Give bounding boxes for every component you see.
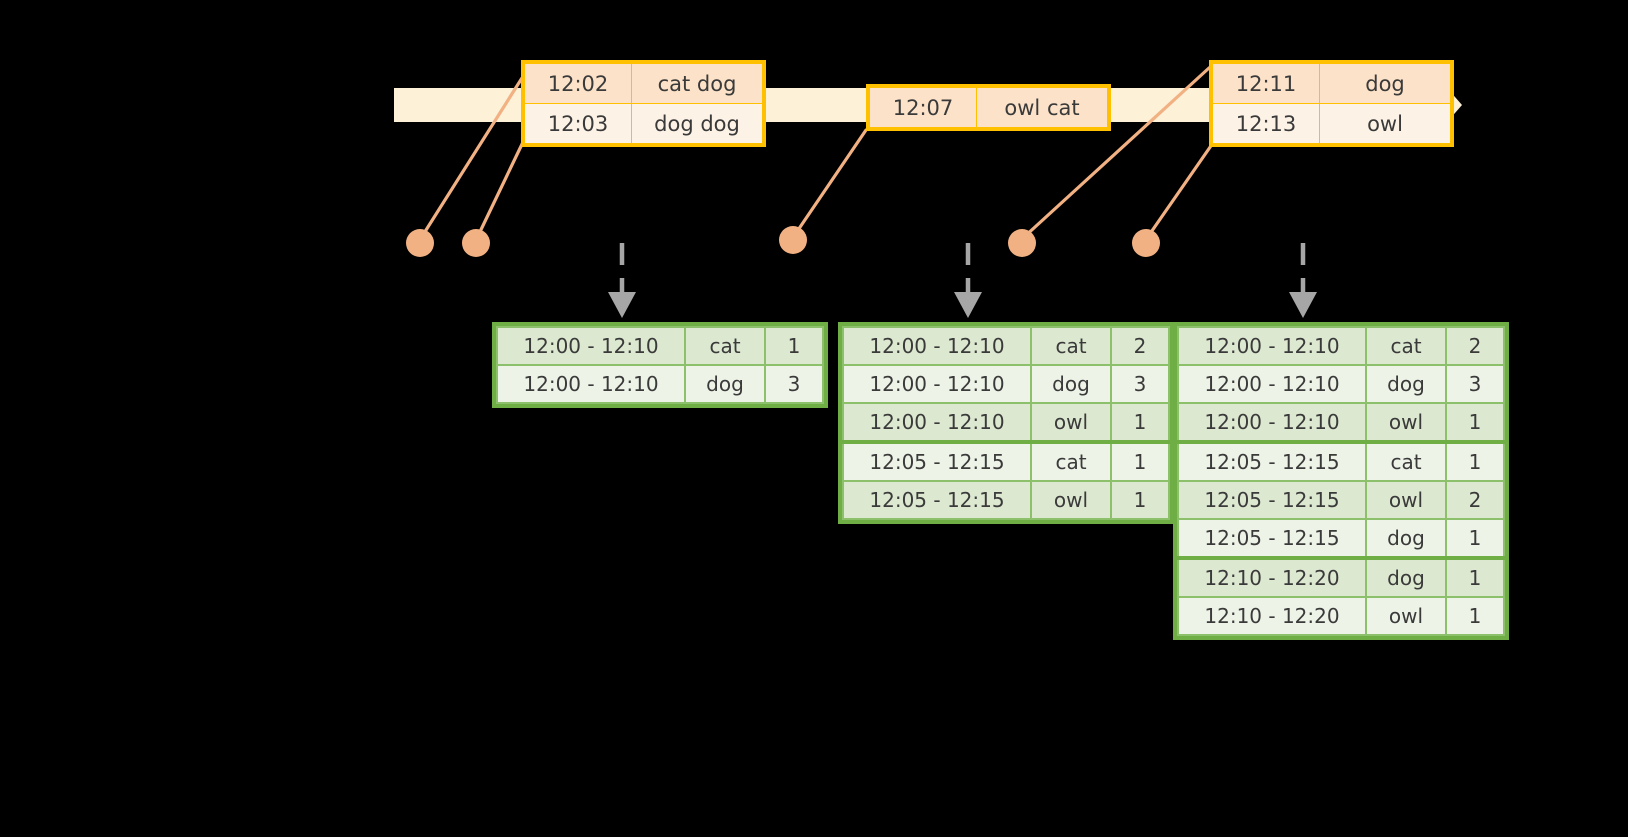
table-row: 12:05 - 12:15 dog 1 <box>1177 518 1505 559</box>
result-word: cat <box>1030 326 1112 366</box>
event-box-1: 12:02 cat dog 12:03 dog dog <box>521 60 766 147</box>
result-grid-3: 12:00 - 12:10 cat 2 12:00 - 12:10 dog 3 … <box>1177 326 1505 636</box>
result-table-1: 12:00 - 12:10 cat 1 12:00 - 12:10 dog 3 <box>492 322 828 408</box>
result-window: 12:00 - 12:10 <box>496 326 686 366</box>
result-window: 12:00 - 12:10 <box>1177 364 1367 404</box>
result-count: 1 <box>764 326 824 366</box>
event-words: dog <box>1319 63 1451 104</box>
event-dot-4 <box>1008 229 1036 257</box>
result-table-2: 12:00 - 12:10 cat 2 12:00 - 12:10 dog 3 … <box>838 322 1174 524</box>
table-row: 12:00 - 12:10 cat 1 <box>496 326 824 366</box>
table-row: 12:00 - 12:10 cat 2 <box>842 326 1170 366</box>
result-count: 1 <box>1445 556 1505 598</box>
event-row: 12:13 owl <box>1212 103 1451 144</box>
event-time: 12:02 <box>524 63 632 104</box>
table-row: 12:05 - 12:15 owl 1 <box>842 480 1170 520</box>
result-window: 12:00 - 12:10 <box>1177 402 1367 443</box>
result-count: 1 <box>1445 518 1505 559</box>
event-box-2: 12:07 owl cat <box>866 84 1111 131</box>
event-words: owl cat <box>976 87 1108 128</box>
connector-line-2 <box>475 138 526 240</box>
result-word: cat <box>684 326 766 366</box>
dashed-arrow-1 <box>608 243 636 318</box>
result-count: 2 <box>1445 480 1505 520</box>
result-word: owl <box>1030 402 1112 443</box>
table-row: 12:05 - 12:15 owl 2 <box>1177 480 1505 520</box>
result-window: 12:05 - 12:15 <box>1177 440 1367 482</box>
table-row: 12:10 - 12:20 owl 1 <box>1177 596 1505 636</box>
result-word: cat <box>1365 440 1447 482</box>
result-window: 12:00 - 12:10 <box>496 364 686 404</box>
result-count: 1 <box>1445 440 1505 482</box>
dashed-arrow-3 <box>1289 243 1317 318</box>
result-word: cat <box>1365 326 1447 366</box>
result-word: dog <box>1365 556 1447 598</box>
result-word: owl <box>1365 402 1447 443</box>
result-word: owl <box>1365 596 1447 636</box>
event-row: 12:07 owl cat <box>869 87 1108 128</box>
result-window: 12:00 - 12:10 <box>842 364 1032 404</box>
result-count: 1 <box>1445 402 1505 443</box>
result-window: 12:00 - 12:10 <box>842 326 1032 366</box>
result-window: 12:00 - 12:10 <box>1177 326 1367 366</box>
connector-line-1 <box>419 76 524 240</box>
result-count: 3 <box>1110 364 1170 404</box>
table-row: 12:00 - 12:10 cat 2 <box>1177 326 1505 366</box>
result-count: 3 <box>764 364 824 404</box>
event-row: 12:03 dog dog <box>524 103 763 144</box>
event-words: dog dog <box>631 103 763 144</box>
result-window: 12:05 - 12:15 <box>842 480 1032 520</box>
result-count: 2 <box>1110 326 1170 366</box>
result-window: 12:10 - 12:20 <box>1177 556 1367 598</box>
result-window: 12:00 - 12:10 <box>842 402 1032 443</box>
table-row: 12:00 - 12:10 owl 1 <box>842 402 1170 443</box>
result-count: 1 <box>1110 440 1170 482</box>
event-dot-3 <box>779 226 807 254</box>
dashed-arrow-2 <box>954 243 982 318</box>
event-row: 12:11 dog <box>1212 63 1451 104</box>
result-count: 3 <box>1445 364 1505 404</box>
table-row: 12:00 - 12:10 dog 3 <box>842 364 1170 404</box>
result-word: owl <box>1030 480 1112 520</box>
result-word: owl <box>1365 480 1447 520</box>
event-time: 12:03 <box>524 103 632 144</box>
connector-line-3 <box>792 128 868 238</box>
result-window: 12:05 - 12:15 <box>842 440 1032 482</box>
result-word: dog <box>1030 364 1112 404</box>
event-dot-2 <box>462 229 490 257</box>
result-count: 1 <box>1110 402 1170 443</box>
table-row: 12:05 - 12:15 cat 1 <box>842 440 1170 482</box>
event-box-3: 12:11 dog 12:13 owl <box>1209 60 1454 147</box>
result-window: 12:05 - 12:15 <box>1177 518 1367 559</box>
result-window: 12:10 - 12:20 <box>1177 596 1367 636</box>
table-row: 12:10 - 12:20 dog 1 <box>1177 556 1505 598</box>
result-word: dog <box>1365 518 1447 559</box>
result-word: cat <box>1030 440 1112 482</box>
connector-line-5 <box>1145 138 1217 240</box>
table-row: 12:00 - 12:10 dog 3 <box>1177 364 1505 404</box>
table-row: 12:00 - 12:10 owl 1 <box>1177 402 1505 443</box>
result-window: 12:05 - 12:15 <box>1177 480 1367 520</box>
table-row: 12:05 - 12:15 cat 1 <box>1177 440 1505 482</box>
result-word: dog <box>1365 364 1447 404</box>
event-dot-1 <box>406 229 434 257</box>
event-dot-5 <box>1132 229 1160 257</box>
result-grid-1: 12:00 - 12:10 cat 1 12:00 - 12:10 dog 3 <box>496 326 824 404</box>
table-row: 12:00 - 12:10 dog 3 <box>496 364 824 404</box>
result-grid-2: 12:00 - 12:10 cat 2 12:00 - 12:10 dog 3 … <box>842 326 1170 520</box>
event-words: cat dog <box>631 63 763 104</box>
result-count: 1 <box>1110 480 1170 520</box>
dashed-arrows <box>608 243 1317 318</box>
result-count: 1 <box>1445 596 1505 636</box>
event-dots <box>406 226 1160 257</box>
event-time: 12:07 <box>869 87 977 128</box>
result-word: dog <box>684 364 766 404</box>
event-time: 12:11 <box>1212 63 1320 104</box>
result-table-3: 12:00 - 12:10 cat 2 12:00 - 12:10 dog 3 … <box>1173 322 1509 640</box>
event-words: owl <box>1319 103 1451 144</box>
result-count: 2 <box>1445 326 1505 366</box>
event-time: 12:13 <box>1212 103 1320 144</box>
event-row: 12:02 cat dog <box>524 63 763 104</box>
